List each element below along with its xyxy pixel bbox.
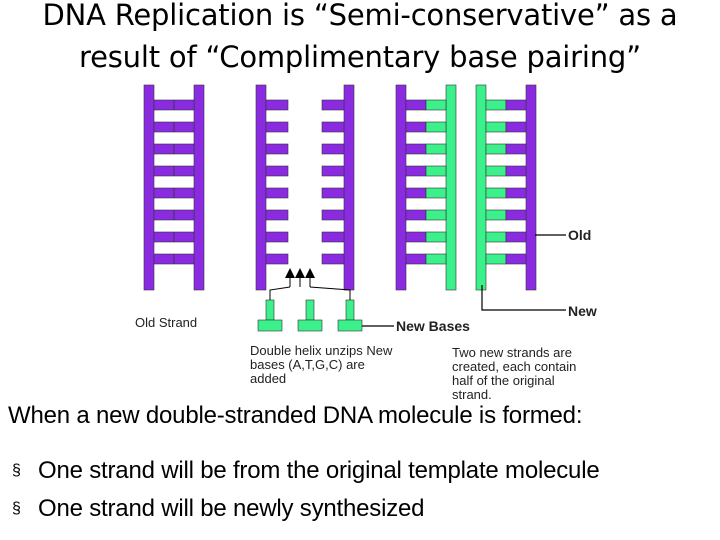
daughter-base-right (425, 121, 447, 133)
slide-title-line-2: result of “Complimentary base pairing” (79, 40, 641, 74)
daughter-base-left (405, 187, 427, 199)
bullet-item: § One strand will be from the original te… (12, 452, 600, 490)
daughter-base-left (405, 143, 427, 155)
daughter-strand-right (445, 84, 457, 291)
daughter-base-left (485, 165, 507, 177)
bullet-text: One strand will be newly synthesized (38, 495, 425, 522)
half-base-left (265, 187, 289, 199)
label-new: New (568, 303, 597, 319)
daughter-base-right (505, 143, 527, 155)
daughter-base-right (425, 253, 447, 265)
bullet-text: One strand will be from the original tem… (38, 457, 600, 484)
slide-title-line-1: DNA Replication is “Semi-conservative” a… (42, 0, 678, 32)
daughter-strand-right (525, 84, 537, 291)
half-base-right (321, 187, 345, 199)
half-base-right (321, 209, 345, 221)
daughter-strand-left (395, 84, 407, 291)
new-base-block (297, 319, 323, 332)
new-base-stem (265, 299, 275, 321)
daughter-base-left (405, 253, 427, 265)
bullet-item: § One strand will be newly synthesized (12, 490, 599, 528)
label-old-strand: Old Strand (135, 315, 198, 330)
daughter-base-left (485, 187, 507, 199)
daughter-base-right (425, 143, 447, 155)
new-base-stem (345, 299, 355, 321)
label-two-strands-note: Two new strands are created, each contai… (452, 345, 577, 402)
half-base-right (321, 99, 345, 111)
half-base-right (321, 231, 345, 243)
daughter-base-right (505, 209, 527, 221)
daughter-base-right (425, 99, 447, 111)
label-new-bases: New Bases (396, 318, 470, 334)
daughter-base-right (505, 187, 527, 199)
new-base-block (257, 319, 283, 332)
pointer-new (481, 285, 566, 311)
unzipping-strand-left (255, 84, 267, 291)
half-base-left (265, 143, 289, 155)
daughter-base-left (405, 99, 427, 111)
half-base-right (321, 121, 345, 133)
daughter-helix-1 (395, 84, 457, 291)
daughter-base-right (425, 231, 447, 243)
daughter-base-right (505, 253, 527, 265)
half-base-right (321, 165, 345, 177)
daughter-base-right (505, 231, 527, 243)
insertion-arrows (269, 268, 351, 300)
up-arrow-icon (305, 268, 315, 278)
half-base-left (265, 165, 289, 177)
daughter-base-left (405, 231, 427, 243)
body-lead-text: When a new double-stranded DNA molecule … (8, 402, 583, 429)
old-strand-left (143, 84, 155, 291)
free-new-bases (257, 299, 363, 332)
old-strand-right (193, 84, 205, 291)
daughter-base-left (405, 209, 427, 221)
daughter-base-right (425, 187, 447, 199)
daughter-base-left (485, 143, 507, 155)
half-base-right (321, 143, 345, 155)
daughter-base-left (405, 165, 427, 177)
daughter-strand-left (475, 84, 487, 291)
bullet-square-icon: § (12, 462, 21, 479)
half-base-left (265, 121, 289, 133)
original-double-helix (143, 84, 205, 291)
daughter-base-right (425, 209, 447, 221)
daughter-base-left (405, 121, 427, 133)
up-arrow-icon (295, 268, 305, 278)
daughter-base-right (425, 165, 447, 177)
new-base-block (337, 319, 363, 332)
unzipping-strand-right (343, 84, 355, 291)
unzipping-helix (255, 84, 355, 291)
half-base-left (265, 231, 289, 243)
slide-title: DNA Replication is “Semi-conservative” a… (0, 0, 720, 78)
daughter-base-left (485, 121, 507, 133)
label-old: Old (568, 227, 592, 243)
new-base-stem (305, 299, 315, 321)
arrow-connector (269, 286, 351, 300)
daughter-base-left (485, 209, 507, 221)
replication-diagram (143, 84, 566, 332)
daughter-base-left (485, 253, 507, 265)
bullet-square-icon: § (12, 500, 21, 517)
half-base-right (321, 253, 345, 265)
label-pointer-lines (362, 234, 566, 327)
half-base-left (265, 209, 289, 221)
label-unzip-note: Double helix unzips New bases (A,T,G,C) … (250, 343, 393, 386)
daughter-base-right (505, 99, 527, 111)
daughter-base-left (485, 231, 507, 243)
up-arrow-icon (285, 268, 295, 278)
body-bullet-list: § One strand will be from the original te… (12, 452, 600, 528)
daughter-helix-2 (475, 84, 537, 291)
daughter-base-right (505, 165, 527, 177)
half-base-left (265, 253, 289, 265)
daughter-base-right (505, 121, 527, 133)
half-base-left (265, 99, 289, 111)
daughter-base-left (485, 99, 507, 111)
